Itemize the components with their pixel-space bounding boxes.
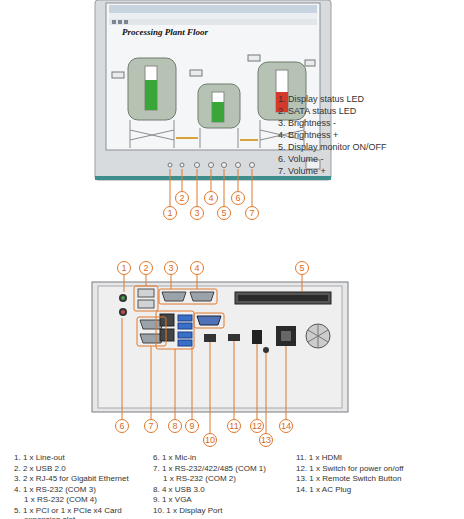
callout-text: 11 bbox=[229, 422, 238, 431]
port-item: 6. 1 x Mic-in bbox=[153, 453, 196, 463]
callout-number: 11 bbox=[227, 419, 241, 433]
callout-text: 7 bbox=[249, 209, 254, 218]
feature-item: 6. Volume - bbox=[278, 154, 324, 165]
feature-item: 5. Display monitor ON/OFF bbox=[278, 142, 387, 153]
callout-number: 9 bbox=[185, 419, 199, 433]
callout-number: 7 bbox=[144, 419, 158, 433]
callout-text: 6 bbox=[235, 194, 240, 203]
callout-number: 1 bbox=[117, 261, 131, 275]
feature-item: 2. SATA status LED bbox=[278, 106, 356, 117]
callout-number: 6 bbox=[231, 191, 245, 205]
feature-item: 3. Brightness - bbox=[278, 118, 336, 129]
callout-text: 5 bbox=[299, 264, 304, 273]
callout-number: 5 bbox=[295, 261, 309, 275]
callout-text: 8 bbox=[172, 422, 177, 431]
callout-text: 12 bbox=[252, 422, 262, 431]
feature-item: 1. Display status LED bbox=[278, 94, 364, 105]
callout-number: 8 bbox=[168, 419, 182, 433]
port-item: 7. 1 x RS-232/422/485 (COM 1) bbox=[153, 464, 266, 474]
callout-text: 13 bbox=[261, 436, 271, 445]
callout-number: 12 bbox=[250, 419, 264, 433]
port-item: 12. 1 x Switch for power on/off bbox=[296, 464, 403, 474]
callout-number: 2 bbox=[175, 191, 189, 205]
callout-text: 5 bbox=[221, 209, 226, 218]
port-item: 13. 1 x Remote Switch Button bbox=[296, 474, 401, 484]
callout-text: 3 bbox=[168, 264, 173, 273]
callout-number: 6 bbox=[115, 419, 129, 433]
callout-number: 1 bbox=[163, 206, 177, 220]
callout-number: 2 bbox=[139, 261, 153, 275]
port-item: 8. 4 x USB 3.0 bbox=[153, 485, 205, 495]
callout-number: 14 bbox=[279, 419, 293, 433]
port-item: 2. 2 x USB 2.0 bbox=[14, 464, 66, 474]
port-item: 14. 1 x AC Plug bbox=[296, 485, 351, 495]
port-item: 1 x RS-232 (COM 4) bbox=[24, 495, 97, 505]
callout-number: 4 bbox=[190, 261, 204, 275]
callout-number: 3 bbox=[164, 261, 178, 275]
callout-text: 14 bbox=[281, 422, 291, 431]
callout-text: 4 bbox=[208, 194, 213, 203]
callout-text: 1 bbox=[167, 209, 172, 218]
callout-number: 4 bbox=[204, 191, 218, 205]
callout-number: 7 bbox=[245, 206, 259, 220]
callout-text: 1 bbox=[121, 264, 126, 273]
callout-number: 13 bbox=[259, 433, 273, 447]
callout-text: 10 bbox=[205, 436, 215, 445]
callout-number: 5 bbox=[217, 206, 231, 220]
callout-text: 3 bbox=[194, 209, 199, 218]
feature-item: 4. Brightness + bbox=[278, 130, 338, 141]
callout-number: 3 bbox=[190, 206, 204, 220]
port-item: 4. 1 x RS-232 (COM 3) bbox=[14, 485, 96, 495]
port-item: 1 x RS-232 (COM 2) bbox=[163, 474, 236, 484]
callout-text: 2 bbox=[179, 194, 184, 203]
port-item: 10. 1 x Display Port bbox=[153, 506, 222, 516]
screen-title: Processing Plant Floor bbox=[122, 27, 208, 38]
callout-text: 9 bbox=[189, 422, 194, 431]
feature-item: 7. Volume + bbox=[278, 166, 326, 177]
callout-text: 2 bbox=[143, 264, 148, 273]
callout-text: 7 bbox=[148, 422, 153, 431]
port-item: 11. 1 x HDMI bbox=[296, 453, 342, 463]
port-item: 3. 2 x RJ-45 for Gigabit Ethernet bbox=[14, 474, 129, 484]
callout-text: 6 bbox=[119, 422, 124, 431]
port-item: 1. 1 x Line-out bbox=[14, 453, 65, 463]
callout-text: 4 bbox=[194, 264, 199, 273]
callout-number: 10 bbox=[203, 433, 217, 447]
port-item: 9. 1 x VGA bbox=[153, 495, 192, 505]
port-item: 5. 1 x PCI or 1 x PCIe x4 Card expansion… bbox=[14, 506, 152, 519]
